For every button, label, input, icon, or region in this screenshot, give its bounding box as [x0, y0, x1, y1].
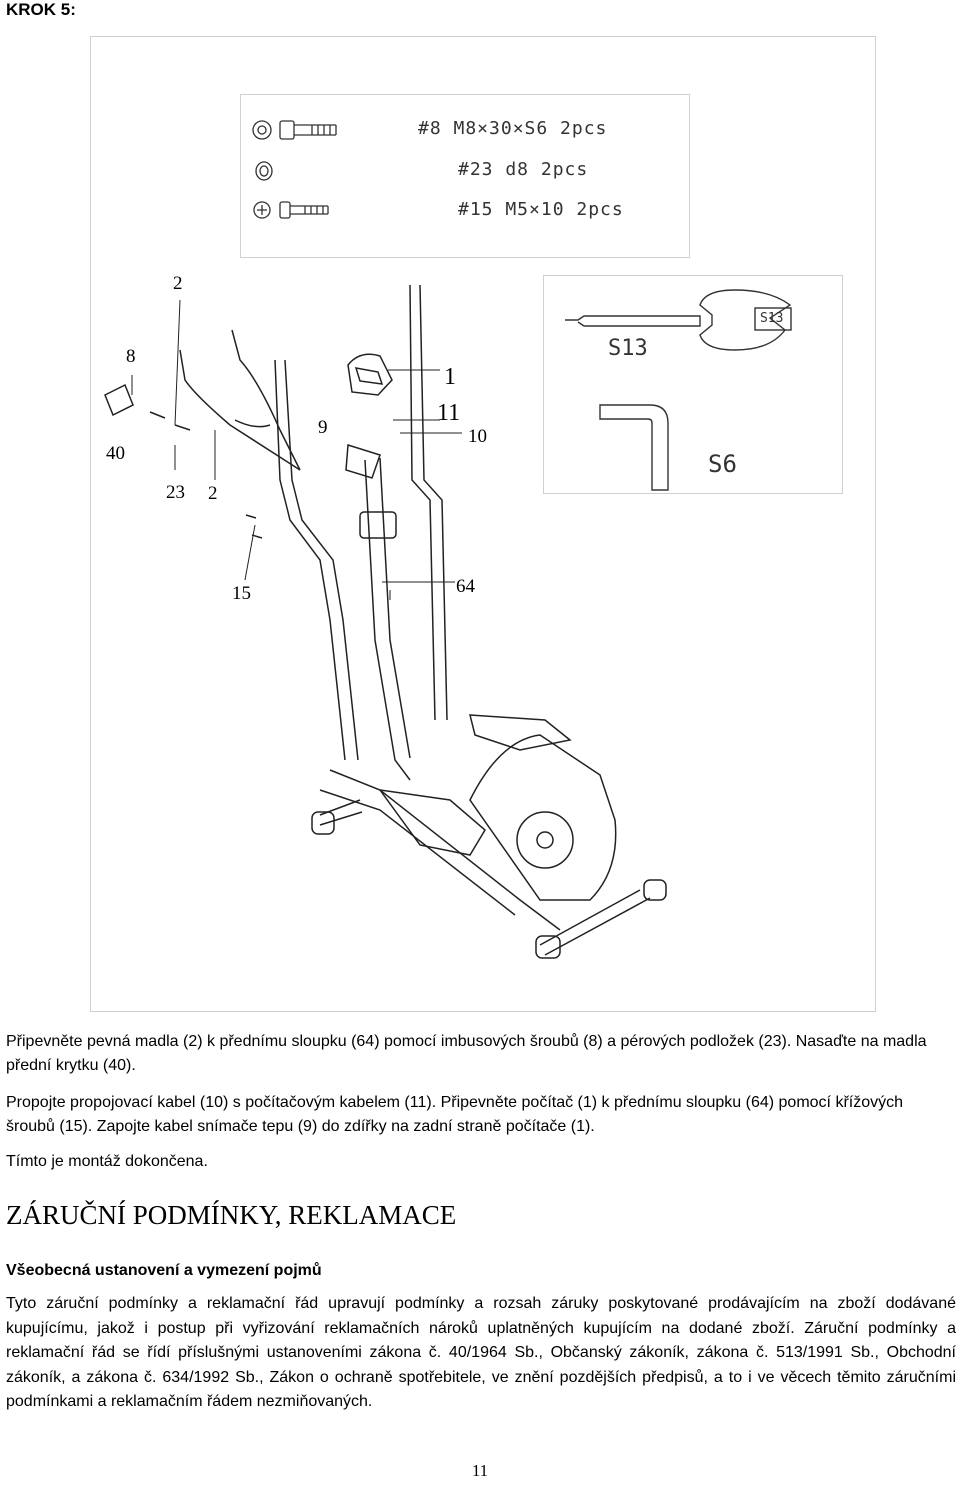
callout-8: 8: [126, 346, 136, 367]
instructions-2: Propojte propojovací kabel (10) s počíta…: [6, 1091, 956, 1139]
end-cap-icon: [104, 383, 134, 417]
parts-list-box: [240, 94, 690, 258]
instruction-paragraph-3: Tímto je montáž dokončena.: [6, 1153, 208, 1170]
tools-drawing: [565, 289, 792, 491]
part-row-bolt: #8 M8×30×S6 2pcs: [418, 118, 608, 139]
elliptical-trainer-drawing: [104, 284, 667, 959]
tools-box: [543, 275, 843, 494]
callout-1: 1: [444, 364, 456, 390]
left-pedal: [378, 789, 486, 856]
instructions: Připevněte pevná madla (2) k přednímu sl…: [6, 1030, 956, 1078]
callout-64: 64: [456, 576, 475, 597]
bolt-m8-icon: [252, 120, 337, 140]
part-row-screw: #15 M5×10 2pcs: [458, 199, 624, 220]
cross-screw-icon: [253, 201, 329, 219]
callout-2: 2: [173, 273, 183, 294]
page-number: 11: [471, 1461, 489, 1480]
warranty-heading: ZÁRUČNÍ PODMÍNKY, REKLAMACE: [6, 1200, 457, 1230]
callout-10: 10: [468, 426, 487, 447]
callout-23: 23: [166, 482, 185, 503]
washer-icon: [255, 161, 273, 181]
callout-40: 40: [106, 443, 125, 464]
warranty-body: Tyto záruční podmínky a reklamační řád u…: [6, 1292, 956, 1415]
instruction-paragraph-1: Připevněte pevná madla (2) k přednímu sl…: [6, 1033, 927, 1074]
callout-15: 15: [232, 583, 251, 604]
callout-2b: 2: [208, 483, 218, 504]
step-title: KROK 5:: [6, 0, 76, 19]
wrench-label: S13: [608, 336, 648, 361]
allen-key-icon: [599, 404, 669, 491]
warranty-subheading: Všeobecná ustanovení a vymezení pojmů: [6, 1262, 322, 1279]
computer-icon: [347, 353, 393, 396]
instructions-3: Tímto je montáž dokončena.: [6, 1150, 956, 1174]
callout-9: 9: [318, 417, 328, 438]
right-pedal: [469, 714, 572, 751]
warranty-paragraph: Tyto záruční podmínky a reklamační řád u…: [6, 1295, 956, 1410]
screwdriver-wrench-icon: [565, 289, 792, 351]
allen-key-label: S6: [708, 450, 737, 478]
instruction-paragraph-2: Propojte propojovací kabel (10) s počíta…: [6, 1094, 904, 1135]
wrench-inner-label: S13: [760, 311, 784, 326]
callout-11: 11: [437, 400, 461, 426]
assembly-figure: [90, 36, 876, 1012]
part-row-washer: #23 d8 2pcs: [458, 159, 589, 180]
